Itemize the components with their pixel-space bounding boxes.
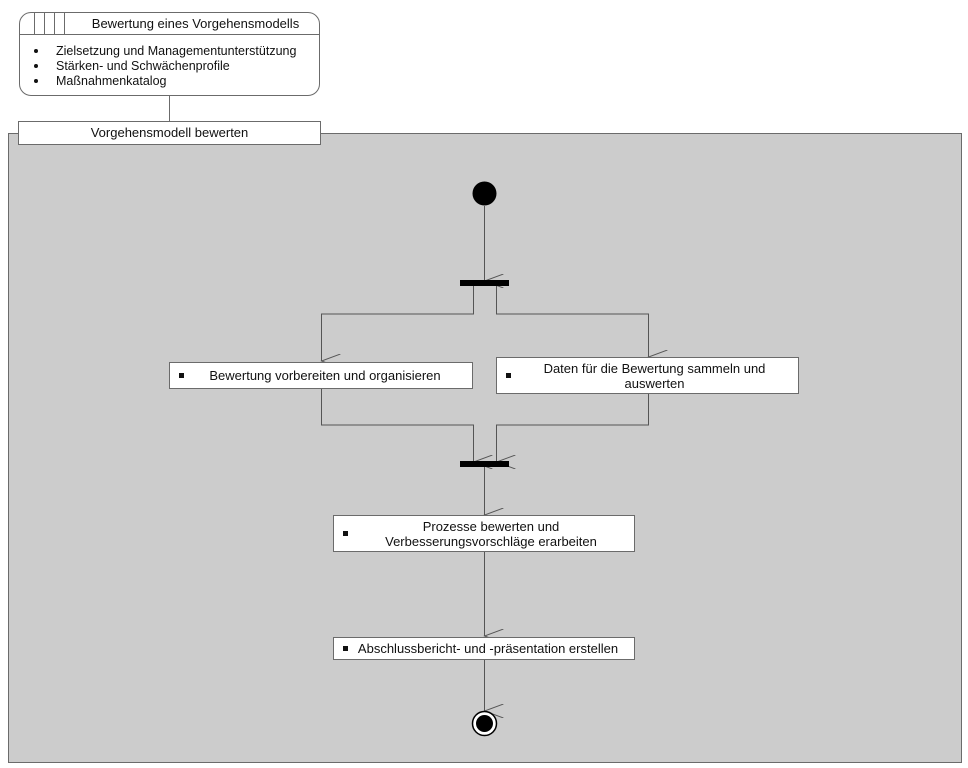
goal-item: Maßnahmenkatalog <box>34 74 296 89</box>
activity-label: Prozesse bewerten und Verbesserungsvorsc… <box>385 518 597 549</box>
activity-label: Bewertung vorbereiten und organisieren <box>209 368 441 383</box>
fork-bar <box>460 280 509 286</box>
bullet-icon <box>34 78 38 83</box>
activity-marker-icon <box>343 646 348 651</box>
goal-stripes-icon <box>28 13 74 34</box>
activity-report[interactable]: Abschlussbericht- und -präsentation erst… <box>333 637 635 660</box>
activity-marker-icon <box>506 373 511 378</box>
activity-marker-icon <box>179 373 184 378</box>
goal-title: Bewertung eines Vorgehensmodells <box>91 16 300 31</box>
process-name-tab: Vorgehensmodell bewerten <box>18 121 321 145</box>
goal-stripe <box>44 13 45 34</box>
initial-node <box>472 181 497 206</box>
goal-stripe <box>64 13 65 34</box>
goal-item-text: Zielsetzung und Managementunterstützung <box>56 44 297 58</box>
goal-header: Bewertung eines Vorgehensmodells <box>20 13 319 35</box>
goal-item-text: Maßnahmenkatalog <box>56 74 167 88</box>
goal-item: Stärken- und Schwächenprofile <box>34 59 296 74</box>
final-node-core <box>476 715 493 732</box>
goal-list: Zielsetzung und Managementunterstützung … <box>34 44 296 89</box>
activity-marker-icon <box>343 531 348 536</box>
edge-prepare-join <box>321 389 474 462</box>
join-bar <box>460 461 509 467</box>
edge-collect-join <box>497 394 649 462</box>
edge-fork-prepare <box>322 286 474 361</box>
bullet-icon <box>34 48 38 53</box>
goal-stripe <box>54 13 55 34</box>
goal-item-text: Stärken- und Schwächenprofile <box>56 59 230 73</box>
activity-label: Daten für die Bewertung sammeln und ausw… <box>543 360 766 391</box>
activity-prepare[interactable]: Bewertung vorbereiten und organisieren <box>169 362 473 389</box>
activity-label: Abschlussbericht- und -präsentation erst… <box>357 641 619 656</box>
activity-collect[interactable]: Daten für die Bewertung sammeln und ausw… <box>496 357 799 394</box>
bullet-icon <box>34 63 38 68</box>
activity-evaluate[interactable]: Prozesse bewerten und Verbesserungsvorsc… <box>333 515 635 552</box>
edge-fork-collect <box>496 286 649 357</box>
goal-card: Bewertung eines Vorgehensmodells Zielset… <box>19 12 320 96</box>
goal-item: Zielsetzung und Managementunterstützung <box>34 44 296 59</box>
goal-stripe <box>34 13 35 34</box>
